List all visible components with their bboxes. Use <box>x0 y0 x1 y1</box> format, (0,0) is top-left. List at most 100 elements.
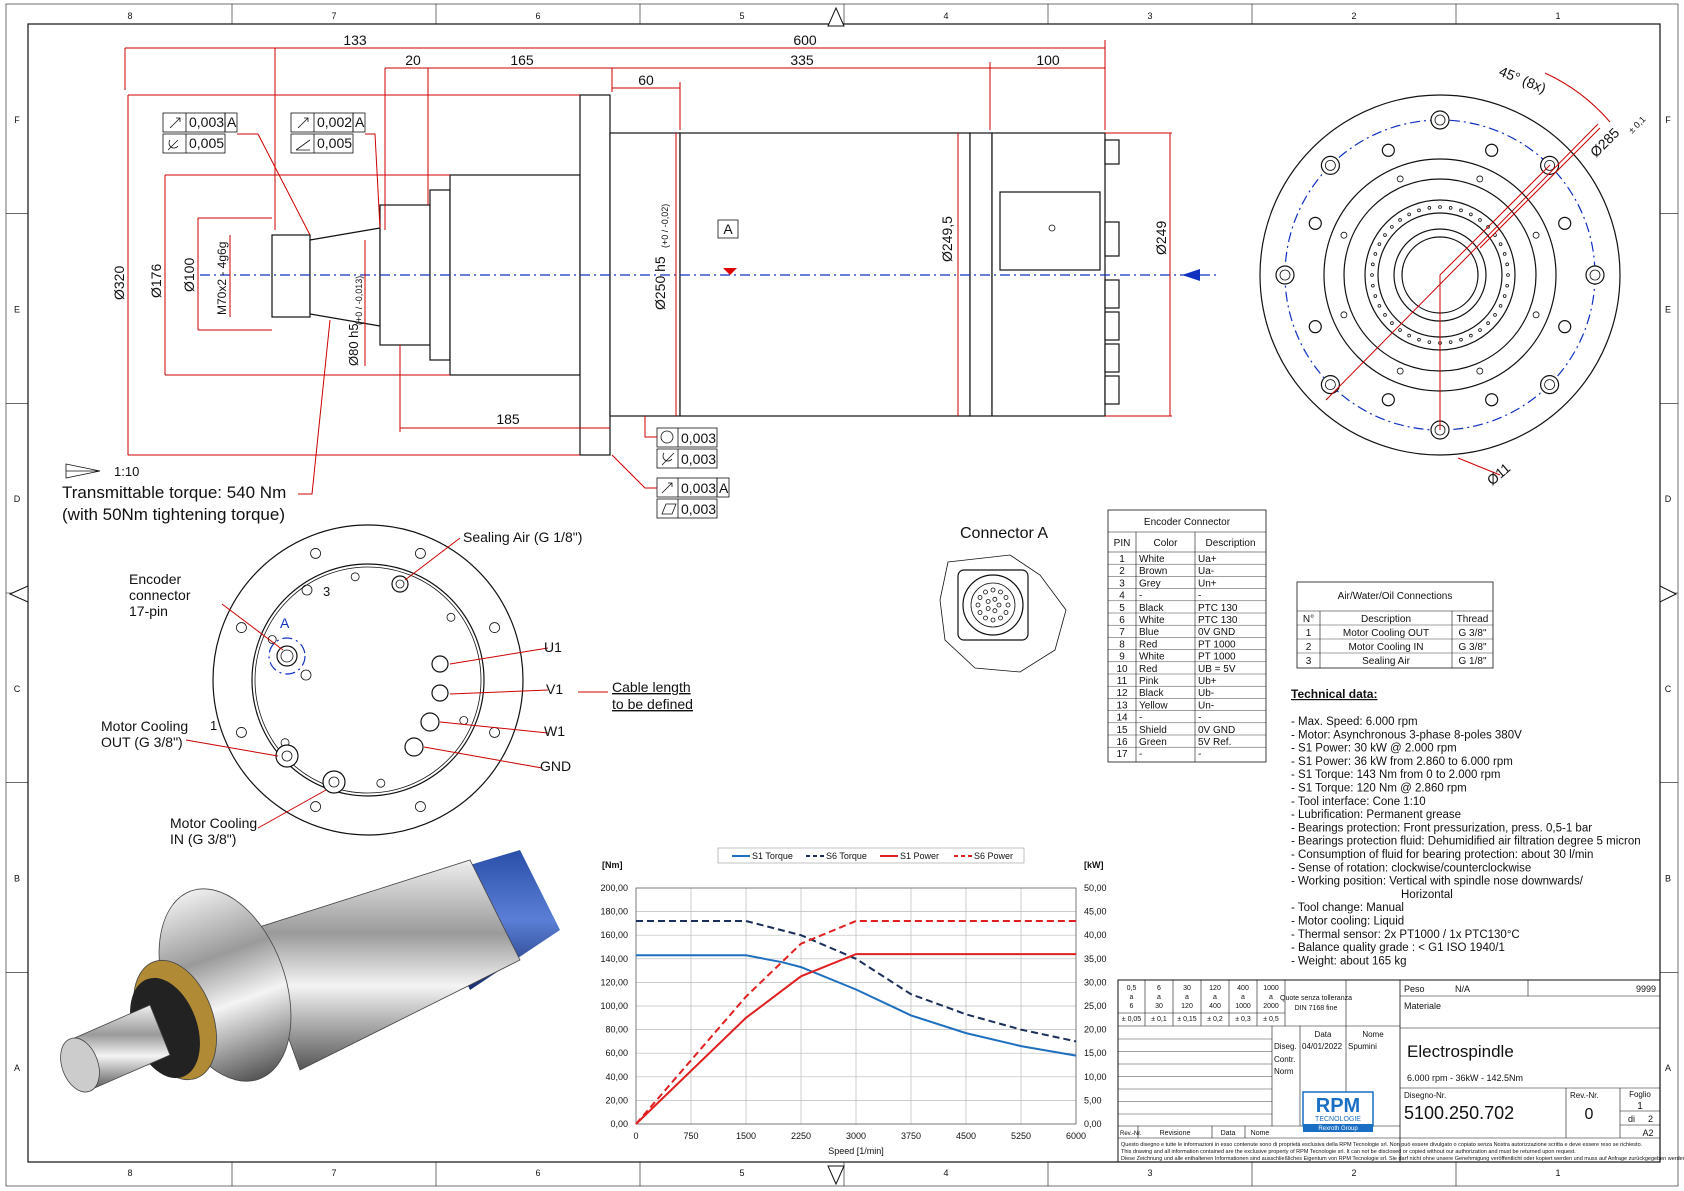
table-cell: - <box>1139 591 1142 602</box>
revision-header: Data <box>1221 1130 1236 1137</box>
table-title: Air/Water/Oil Connections <box>1338 591 1453 602</box>
tolerance-frame-2: 0,002 A 0,005 <box>290 112 381 229</box>
v1-label: V1 <box>546 681 563 697</box>
ring-detail <box>1407 333 1411 338</box>
title-block-label: Data <box>1315 1030 1332 1039</box>
border-number-bottom: 5 <box>739 1168 744 1178</box>
table-cell: 5V Ref. <box>1198 737 1231 748</box>
left-center-mark <box>8 585 29 603</box>
table-cell: Sealing Air <box>1362 656 1410 667</box>
cable-note-2: to be defined <box>612 696 693 712</box>
technical-data-line: - Tool interface: Cone 1:10 <box>1291 796 1426 808</box>
table-cell: Green <box>1139 737 1167 748</box>
rear-mount-hole <box>310 548 321 559</box>
connector-pin <box>1003 595 1009 600</box>
border-number-top: 7 <box>331 11 336 21</box>
ring-detail <box>1448 340 1453 344</box>
table-header: Description <box>1361 614 1411 625</box>
technical-data-line: - S1 Torque: 120 Nm @ 2.860 rpm <box>1291 783 1467 795</box>
ring-detail <box>1427 340 1432 344</box>
ring-detail <box>1438 205 1442 209</box>
right-center-mark <box>1659 585 1678 603</box>
table-cell: 1 <box>1119 554 1125 565</box>
table-cell: 4 <box>1119 591 1125 602</box>
connector-pin <box>985 599 991 604</box>
border-letter-right: A <box>1665 1063 1671 1073</box>
threaded-hole <box>1558 216 1572 230</box>
border-number-bottom: 1 <box>1555 1168 1560 1178</box>
technical-data-line: - Bearings protection: Front pressurizat… <box>1291 822 1592 834</box>
table-cell: 16 <box>1116 737 1128 748</box>
front-view <box>1259 72 1621 476</box>
legend-label: S1 Power <box>900 851 939 861</box>
legal-italian: Questo disegno e tutte le informazioni i… <box>1121 1142 1643 1148</box>
legend-label: S1 Torque <box>752 851 793 861</box>
angularity-icon <box>295 139 311 151</box>
rear-small-hole <box>300 669 312 681</box>
table-cell: PTC 130 <box>1198 603 1238 614</box>
table-cell: - <box>1139 713 1142 724</box>
leader-line <box>237 133 311 236</box>
bolt-circle-tol: ± 0,1 <box>1626 114 1647 135</box>
encoder-connector-inner <box>280 649 294 663</box>
technical-data-line: - Sense of rotation: clockwise/countercl… <box>1291 862 1531 874</box>
series-line-s1-power <box>635 953 1076 1125</box>
tolerance-value: 0,003 <box>681 430 716 446</box>
technical-data-line: - Tool change: Manual <box>1291 902 1404 914</box>
table-cell: 5 <box>1119 603 1125 614</box>
table-cell: Ua- <box>1198 566 1214 577</box>
cooling-in-label-1: Motor Cooling <box>170 815 257 831</box>
border-number-bottom: 6 <box>535 1168 540 1178</box>
connector-pin <box>996 602 1002 608</box>
leader-line <box>611 454 657 489</box>
small-hole <box>1532 231 1540 239</box>
border-number-top: 8 <box>127 11 132 21</box>
cover-screw <box>376 778 386 788</box>
threaded-hole <box>1308 216 1322 230</box>
chart-xtick: 2250 <box>791 1131 811 1141</box>
bolt-hole <box>1320 375 1340 395</box>
technical-data-line: - Balance quality grade : < G1 ISO 1940/… <box>1291 942 1505 954</box>
connector-pin <box>990 587 996 593</box>
tolerance-range: a <box>1269 994 1273 1001</box>
technical-data-line: - Consumption of fluid for bearing prote… <box>1291 849 1593 861</box>
dim-thread: M70x2 - 4g6g <box>215 242 229 315</box>
technical-data-line: - S1 Torque: 143 Nm from 0 to 2.000 rpm <box>1291 769 1500 781</box>
technical-data-line: - Weight: about 165 kg <box>1291 955 1407 967</box>
rear-mount-hole <box>310 801 321 812</box>
table-cell: 13 <box>1116 700 1128 711</box>
leader-line <box>439 721 549 734</box>
ring-detail <box>1505 262 1509 267</box>
outer-frame <box>5 3 1679 1187</box>
bolt-hole <box>1540 375 1560 395</box>
leader-line <box>644 416 657 438</box>
dim-185: 185 <box>496 411 520 427</box>
border-letter-right: C <box>1665 684 1672 694</box>
border-letter-right: F <box>1665 115 1671 125</box>
table-cell: 12 <box>1116 688 1128 699</box>
table-header: PIN <box>1114 538 1131 549</box>
dim-phi80-tol: (+0 / -0,013) <box>354 276 364 325</box>
leader-line <box>257 789 327 829</box>
dim-60: 60 <box>638 72 654 88</box>
chart-ytick-right: 30,00 <box>1084 977 1107 987</box>
ring-detail <box>1478 328 1482 332</box>
revision-header: Rev.-Nr. <box>1120 1131 1142 1137</box>
bolt-hole-inner <box>1589 269 1601 281</box>
cooling-out-label-1: Motor Cooling <box>101 718 188 734</box>
table-cell: Grey <box>1139 578 1161 589</box>
port-3-marker <box>301 584 313 596</box>
datum-box <box>717 219 739 239</box>
port-3-label: 3 <box>323 584 330 599</box>
connector-pin <box>992 596 998 602</box>
ring-detail <box>1373 294 1378 298</box>
rear-fitting-6 <box>1104 375 1120 405</box>
ring-detail <box>1486 321 1490 325</box>
u1-label: U1 <box>544 639 562 655</box>
disegno-label: Disegno-Nr. <box>1404 1091 1446 1100</box>
encoder-label-2: connector <box>129 587 191 603</box>
rear-mount-hole <box>489 622 500 633</box>
top-center-mark <box>827 6 845 27</box>
table-cell: Ua+ <box>1198 554 1217 565</box>
